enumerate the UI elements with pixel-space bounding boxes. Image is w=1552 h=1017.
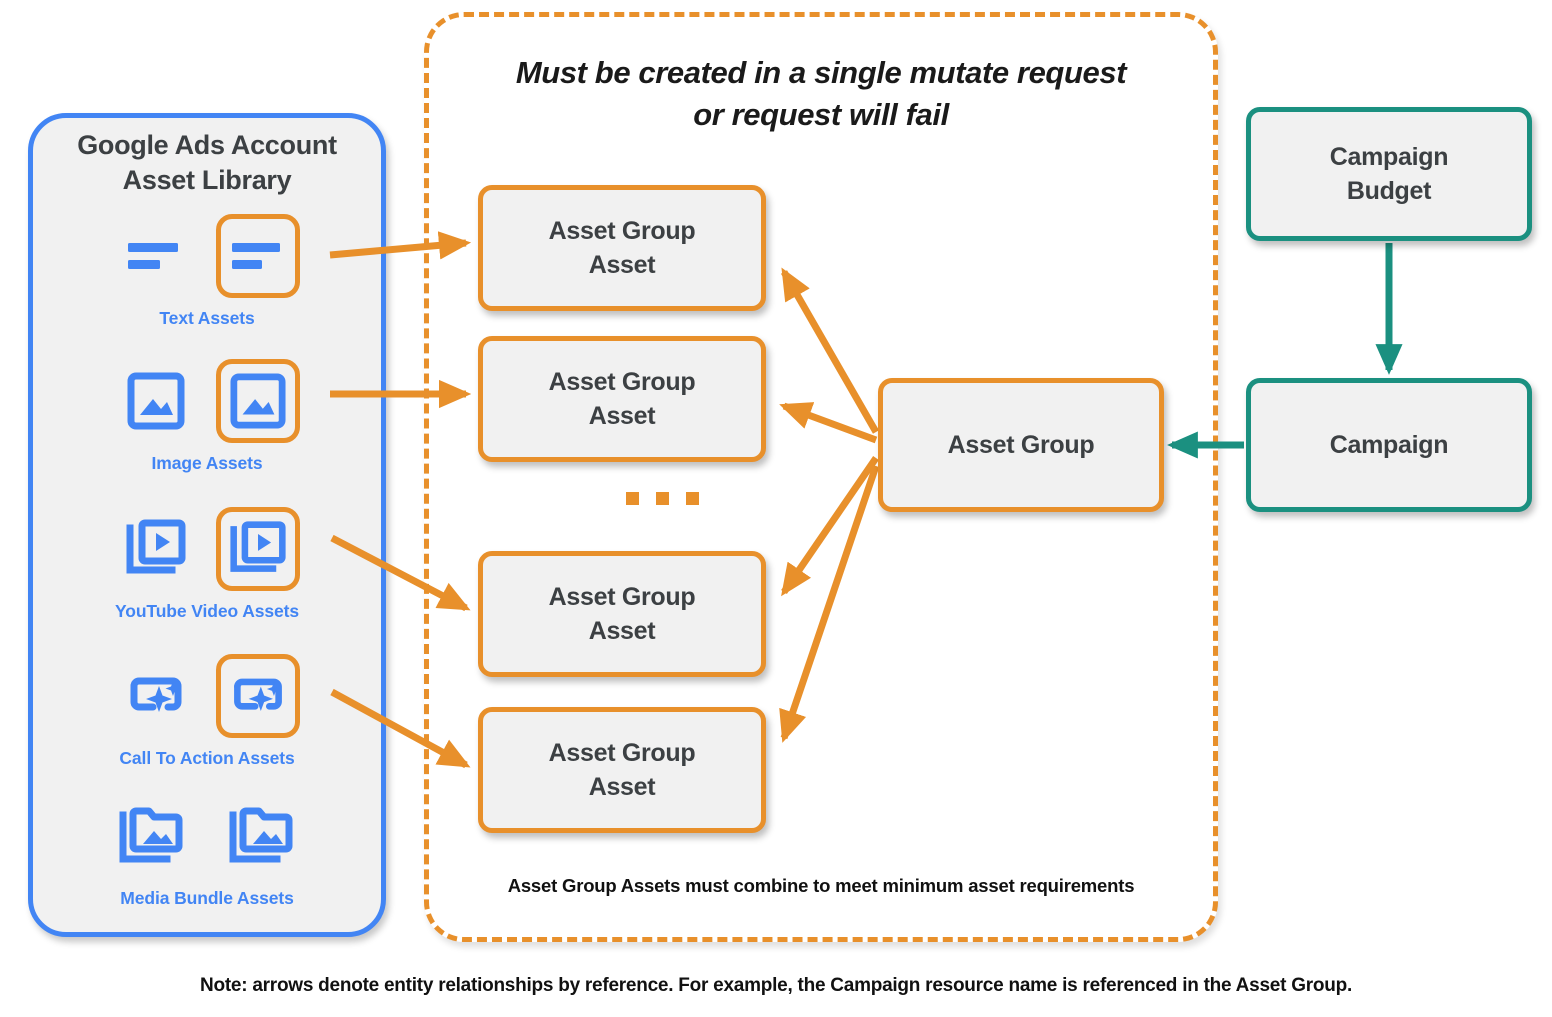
media-bundle-folder-icon xyxy=(110,794,194,878)
media-bundle-assets-label: Media Bundle Assets xyxy=(120,888,294,908)
image-icon-selected[interactable] xyxy=(216,359,300,443)
text-lines-icon-selected[interactable] xyxy=(216,214,300,298)
image-icon xyxy=(114,359,198,443)
aga-3-line1: Asset Group xyxy=(548,582,696,611)
mutate-panel-footnote: Asset Group Assets must combine to meet … xyxy=(507,875,1135,896)
mutate-panel-heading: Must be created in a single mutate reque… xyxy=(424,52,1218,136)
library-title-line1: Google Ads Account xyxy=(77,130,337,160)
library-title-line2: Asset Library xyxy=(122,164,292,195)
mutate-heading-line1: Must be created in a single mutate reque… xyxy=(515,55,1127,90)
aga-1-line1: Asset Group xyxy=(548,216,696,245)
text-assets-label: Text Assets xyxy=(159,308,255,328)
ellipsis-indicator xyxy=(626,492,699,505)
asset-group-asset-label-1: Asset Group Asset xyxy=(549,214,696,283)
video-stack-icon-selected[interactable] xyxy=(216,507,300,591)
aga-2-line2: Asset xyxy=(588,402,656,430)
asset-group-asset-box-1[interactable]: Asset Group Asset xyxy=(478,185,766,311)
call-to-action-sparkle-icon xyxy=(114,654,198,738)
campaign-budget-box[interactable]: Campaign Budget xyxy=(1246,107,1532,241)
call-to-action-assets-label: Call To Action Assets xyxy=(119,748,295,768)
campaign-budget-line2: Budget xyxy=(1346,177,1432,205)
image-assets-icons xyxy=(33,355,381,447)
mutate-heading-line2: or request will fail xyxy=(693,96,949,132)
aga-2-line1: Asset Group xyxy=(548,367,696,396)
asset-group-asset-label-2: Asset Group Asset xyxy=(549,365,696,434)
aga-1-line2: Asset xyxy=(588,251,656,279)
asset-group-asset-box-2[interactable]: Asset Group Asset xyxy=(478,336,766,462)
text-assets-icons xyxy=(33,210,381,302)
footer-note: Note: arrows denote entity relationships… xyxy=(200,975,1352,996)
ellipsis-dot-1 xyxy=(626,492,639,505)
campaign-budget-label: Campaign Budget xyxy=(1329,140,1449,209)
asset-group-asset-label-4: Asset Group Asset xyxy=(549,736,696,805)
aga-3-line2: Asset xyxy=(588,617,656,645)
aga-4-line1: Asset Group xyxy=(548,738,696,767)
library-row-text-assets: Text Assets xyxy=(33,210,381,329)
ellipsis-dot-2 xyxy=(656,492,669,505)
google-ads-asset-library-panel: Google Ads Account Asset Library xyxy=(28,113,386,937)
campaign-label: Campaign xyxy=(1329,430,1449,459)
campaign-box[interactable]: Campaign xyxy=(1246,378,1532,512)
library-row-call-to-action-assets: Call To Action Assets xyxy=(33,650,381,769)
media-bundle-assets-icons xyxy=(33,790,381,882)
asset-group-asset-box-4[interactable]: Asset Group Asset xyxy=(478,707,766,833)
youtube-video-assets-label: YouTube Video Assets xyxy=(114,601,300,621)
aga-4-line2: Asset xyxy=(588,773,656,801)
call-to-action-assets-icons xyxy=(33,650,381,742)
call-to-action-sparkle-icon-selected[interactable] xyxy=(216,654,300,738)
library-row-youtube-video-assets: YouTube Video Assets xyxy=(33,503,381,622)
ellipsis-dot-3 xyxy=(686,492,699,505)
asset-group-box[interactable]: Asset Group xyxy=(878,378,1164,512)
video-stack-icon xyxy=(114,507,198,591)
asset-group-asset-box-3[interactable]: Asset Group Asset xyxy=(478,551,766,677)
youtube-video-assets-icons xyxy=(33,503,381,595)
asset-group-label: Asset Group xyxy=(947,430,1095,459)
asset-group-asset-label-3: Asset Group Asset xyxy=(549,580,696,649)
library-row-image-assets: Image Assets xyxy=(33,355,381,474)
text-lines-icon xyxy=(114,214,198,298)
library-panel-title: Google Ads Account Asset Library xyxy=(33,128,381,197)
image-assets-label: Image Assets xyxy=(151,453,263,473)
library-row-media-bundle-assets: Media Bundle Assets xyxy=(33,790,381,909)
campaign-budget-line1: Campaign xyxy=(1329,142,1449,171)
media-bundle-folder-icon-2 xyxy=(220,794,304,878)
